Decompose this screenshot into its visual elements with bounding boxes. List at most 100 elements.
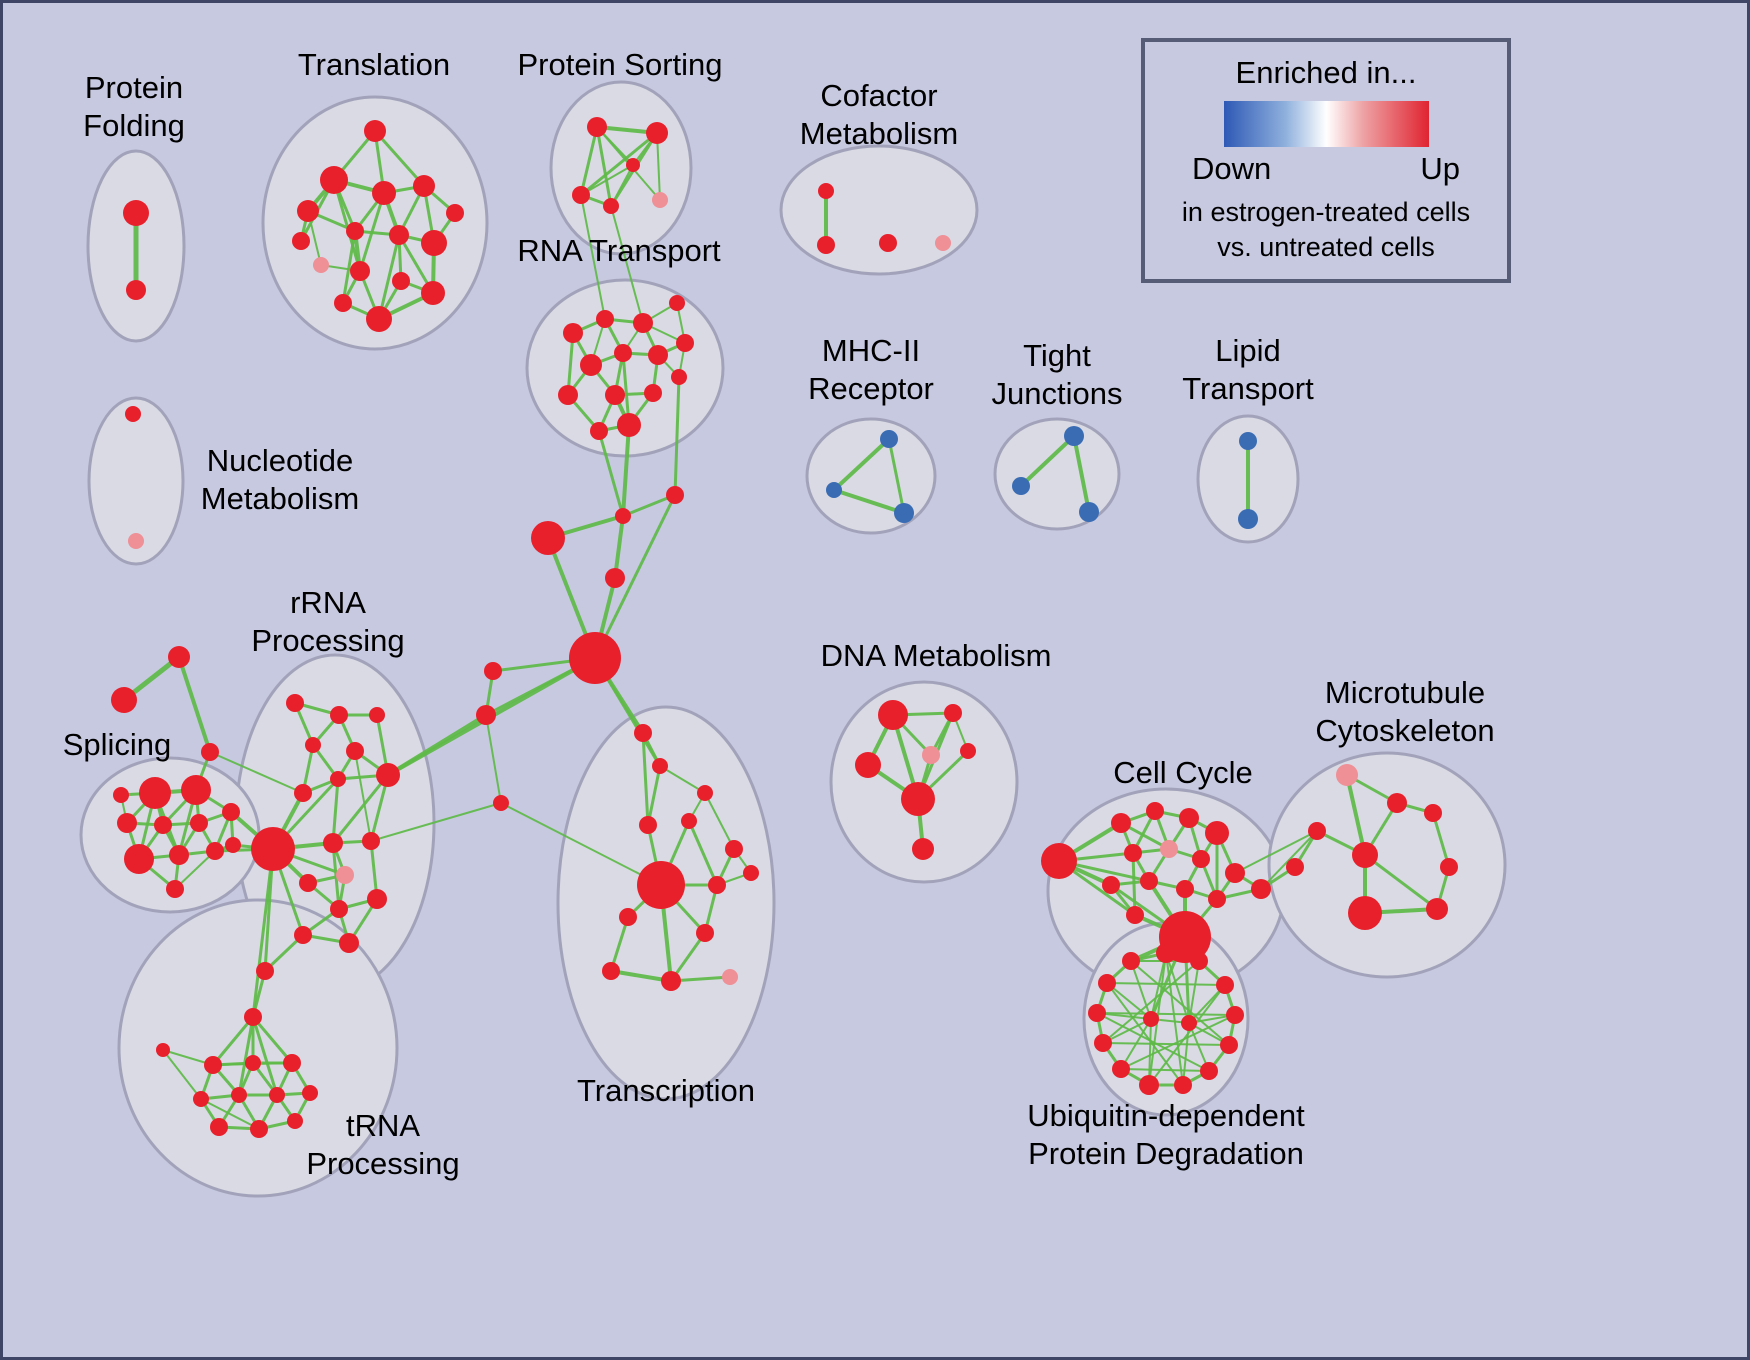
network-node-tr7[interactable] (269, 1087, 285, 1103)
network-node-tx2[interactable] (652, 758, 668, 774)
network-node-tx11[interactable] (602, 962, 620, 980)
network-node-tr1[interactable] (244, 1008, 262, 1026)
network-node-cc8[interactable] (493, 795, 509, 811)
network-node-rr13[interactable] (299, 874, 317, 892)
network-node-mh3[interactable] (894, 503, 914, 523)
network-node-rr5[interactable] (346, 742, 364, 760)
network-node-tj2[interactable] (1012, 477, 1030, 495)
network-node-cm3[interactable] (879, 234, 897, 252)
network-node-t16[interactable] (446, 204, 464, 222)
network-node-rr14[interactable] (367, 889, 387, 909)
network-node-ccy7[interactable] (1160, 840, 1178, 858)
network-node-t6[interactable] (346, 222, 364, 240)
network-node-t14[interactable] (334, 294, 352, 312)
network-node-rt12[interactable] (617, 413, 641, 437)
network-node-ccy9[interactable] (1225, 863, 1245, 883)
network-node-tx3[interactable] (697, 785, 713, 801)
network-node-cc3[interactable] (615, 508, 631, 524)
network-node-ub2[interactable] (1122, 952, 1140, 970)
network-node-rr2[interactable] (330, 706, 348, 724)
network-node-mc4[interactable] (1308, 822, 1326, 840)
network-node-rr1[interactable] (286, 694, 304, 712)
network-node-rr4[interactable] (305, 737, 321, 753)
network-node-mc1[interactable] (1336, 764, 1358, 786)
network-node-t15[interactable] (292, 232, 310, 250)
network-node-t4[interactable] (372, 181, 396, 205)
network-node-sp3[interactable] (117, 813, 137, 833)
network-node-rt10[interactable] (605, 385, 625, 405)
network-node-t3[interactable] (297, 200, 319, 222)
network-node-tx10[interactable] (696, 924, 714, 942)
network-node-ps5[interactable] (652, 192, 668, 208)
network-node-sp6[interactable] (222, 803, 240, 821)
network-node-tj1[interactable] (1064, 426, 1084, 446)
network-node-t7[interactable] (389, 225, 409, 245)
network-node-mc7[interactable] (1348, 896, 1382, 930)
network-node-ub3[interactable] (1190, 952, 1208, 970)
network-node-mc2[interactable] (1387, 793, 1407, 813)
network-node-tj3[interactable] (1079, 502, 1099, 522)
network-node-t1[interactable] (364, 120, 386, 142)
network-node-ps1[interactable] (587, 117, 607, 137)
network-node-dm1[interactable] (878, 700, 908, 730)
network-node-tr10[interactable] (250, 1120, 268, 1138)
network-node-rt8[interactable] (580, 354, 602, 376)
network-node-t10[interactable] (350, 261, 370, 281)
network-node-nm1[interactable] (125, 406, 141, 422)
network-node-t8[interactable] (421, 230, 447, 256)
network-node-sp11[interactable] (113, 787, 129, 803)
network-node-ub7[interactable] (1226, 1006, 1244, 1024)
network-node-t9[interactable] (313, 257, 329, 273)
network-node-ps2[interactable] (646, 122, 668, 144)
network-node-cm4[interactable] (935, 235, 951, 251)
network-node-rt3[interactable] (633, 313, 653, 333)
network-node-tr8[interactable] (302, 1085, 318, 1101)
network-node-rr18[interactable] (256, 962, 274, 980)
network-node-rt11[interactable] (644, 384, 662, 402)
network-node-tx5[interactable] (681, 813, 697, 829)
network-node-ccy14[interactable] (1126, 906, 1144, 924)
network-node-tx4[interactable] (639, 816, 657, 834)
network-node-tr12[interactable] (156, 1043, 170, 1057)
network-node-cc5[interactable] (569, 632, 621, 684)
network-node-dm5[interactable] (960, 743, 976, 759)
network-node-ccy8[interactable] (1192, 850, 1210, 868)
network-node-tx12[interactable] (661, 971, 681, 991)
network-node-tr2[interactable] (204, 1056, 222, 1074)
network-node-tr11[interactable] (287, 1113, 303, 1129)
network-node-rr15[interactable] (330, 900, 348, 918)
network-node-ps6[interactable] (626, 158, 640, 172)
network-node-t13[interactable] (366, 306, 392, 332)
network-node-tr9[interactable] (210, 1118, 228, 1136)
network-node-ub14[interactable] (1143, 1011, 1159, 1027)
network-node-ps4[interactable] (603, 198, 619, 214)
network-node-tr5[interactable] (193, 1091, 209, 1107)
network-node-sp1[interactable] (139, 777, 171, 809)
network-node-mc9[interactable] (1286, 858, 1304, 876)
network-node-dm7[interactable] (912, 838, 934, 860)
network-node-tx14[interactable] (743, 865, 759, 881)
network-node-sp8[interactable] (169, 845, 189, 865)
network-node-rt6[interactable] (648, 345, 668, 365)
network-node-sp7[interactable] (124, 844, 154, 874)
network-node-dm2[interactable] (944, 704, 962, 722)
network-node-sp2[interactable] (181, 775, 211, 805)
network-node-ub9[interactable] (1220, 1036, 1238, 1054)
network-node-rt14[interactable] (671, 369, 687, 385)
network-node-ub6[interactable] (1088, 1004, 1106, 1022)
network-node-tr6[interactable] (231, 1087, 247, 1103)
network-node-ccy5[interactable] (1205, 821, 1229, 845)
network-node-dm3[interactable] (855, 752, 881, 778)
network-node-rt4[interactable] (669, 295, 685, 311)
network-node-lt2[interactable] (1238, 509, 1258, 529)
network-node-ps3[interactable] (572, 186, 590, 204)
network-node-x2[interactable] (111, 687, 137, 713)
network-node-rt9[interactable] (558, 385, 578, 405)
network-node-lt1[interactable] (1239, 432, 1257, 450)
network-node-sp12[interactable] (225, 837, 241, 853)
network-node-rr3[interactable] (369, 707, 385, 723)
network-node-ccy12[interactable] (1176, 880, 1194, 898)
network-node-pf2[interactable] (126, 280, 146, 300)
network-node-rr16[interactable] (294, 926, 312, 944)
network-node-t11[interactable] (392, 272, 410, 290)
